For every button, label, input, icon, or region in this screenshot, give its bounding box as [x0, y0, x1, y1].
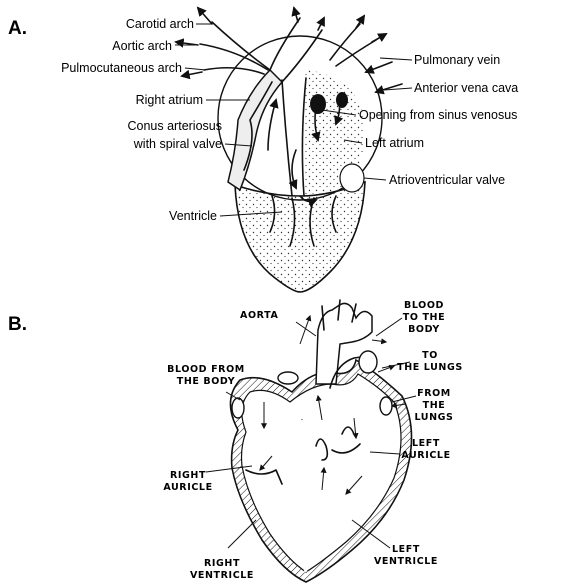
label-ventricle: Ventricle: [169, 209, 217, 223]
label-right-ventricle-1: RIGHT: [204, 558, 240, 569]
label-right-auricle-2: AURICLE: [163, 482, 212, 493]
label-left-ventricle-2: VENTRICLE: [374, 556, 438, 567]
label-right-auricle-1: RIGHT: [170, 470, 206, 481]
label-aortic-arch: Aortic arch: [112, 39, 172, 53]
label-blood-to-body-1: BLOOD: [404, 300, 444, 311]
label-from-lungs-3: LUNGS: [414, 412, 453, 423]
b-flow-body: [372, 340, 386, 342]
label-left-atrium: Left atrium: [365, 136, 424, 150]
label-anterior-vena-cava: Anterior vena cava: [414, 81, 518, 95]
vena-cava-side: [232, 398, 244, 418]
label-conus-arteriosus: Conus arteriosus: [128, 119, 223, 133]
up-arrow-1: [356, 16, 364, 28]
label-right-ventricle-2: VENTRICLE: [190, 570, 254, 581]
superior-vena-cava: [278, 372, 298, 384]
label-right-atrium: Right atrium: [136, 93, 203, 107]
pulmocutaneous-arrow: [182, 72, 202, 76]
up-arrow-2: [372, 34, 386, 42]
panel-a: A.: [8, 8, 518, 292]
panel-b-letter: B.: [8, 314, 27, 335]
pulmonary-artery-opening: [359, 351, 377, 373]
b-flow-aorta: [300, 316, 310, 344]
carotid-arrow: [198, 8, 212, 24]
vena-cava-arrow: [376, 84, 402, 92]
pulmonary-vein-arrow: [366, 62, 392, 72]
panel-b: B.: [8, 300, 463, 582]
label-blood-to-body-2: TO THE: [403, 312, 445, 323]
human-heart-drawing: [230, 300, 411, 582]
sinus-opening-2: [336, 92, 348, 108]
label-pulmonary-vein: Pulmonary vein: [414, 53, 500, 67]
label-spiral-valve: with spiral valve: [133, 137, 222, 151]
label-opening-sinus-venosus: Opening from sinus venosus: [359, 108, 517, 122]
ventricle-shape: [235, 182, 365, 292]
label-left-auricle-2: AURICLE: [401, 450, 450, 461]
label-left-ventricle-1: LEFT: [392, 544, 420, 555]
label-aorta: AORTA: [240, 310, 278, 321]
label-atrioventricular-valve: Atrioventricular valve: [389, 173, 505, 187]
label-left-auricle-1: LEFT: [412, 438, 440, 449]
sinus-opening: [310, 94, 326, 114]
label-blood-from-body-2: THE BODY: [177, 376, 235, 387]
panel-a-letter: A.: [8, 18, 27, 39]
label-to-lungs-2: THE LUNGS: [397, 362, 463, 373]
up-arrow-4: [318, 18, 324, 30]
label-from-lungs-2: THE: [423, 400, 446, 411]
av-valve-cusp: [340, 164, 364, 192]
label-carotid-arch: Carotid arch: [126, 17, 194, 31]
label-blood-from-body-1: BLOOD FROM: [167, 364, 245, 375]
label-to-lungs-1: TO: [422, 350, 438, 361]
pulmonary-vein-opening: [380, 397, 392, 415]
up-arrow-3: [294, 8, 298, 22]
label-pulmocutaneous-arch: Pulmocutaneous arch: [61, 61, 182, 75]
label-blood-to-body-3: BODY: [408, 324, 440, 335]
label-from-lungs-1: FROM: [417, 388, 451, 399]
